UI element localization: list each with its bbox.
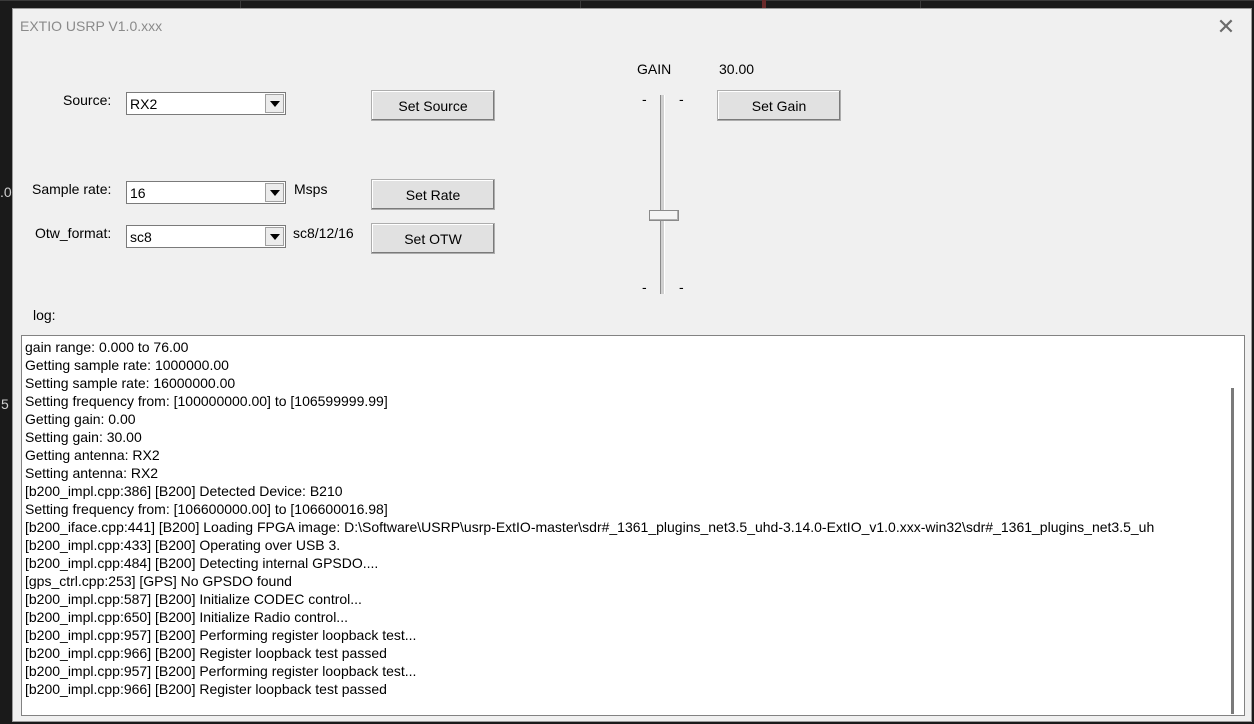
log-line: [b200_iface.cpp:441] [B200] Loading FPGA… — [25, 519, 1155, 535]
close-icon[interactable]: ✕ — [1216, 14, 1236, 39]
log-line: [b200_impl.cpp:957] [B200] Performing re… — [25, 663, 417, 679]
log-line: gain range: 0.000 to 76.00 — [25, 339, 189, 355]
gain-slider-thumb[interactable] — [649, 209, 679, 221]
gain-tick-mark: - — [679, 279, 684, 295]
log-line: [gps_ctrl.cpp:253] [GPS] No GPSDO found — [25, 573, 292, 589]
log-line: Getting antenna: RX2 — [25, 447, 160, 463]
window-title: EXTIO USRP V1.0.xxx — [20, 18, 163, 34]
log-line: Getting gain: 0.00 — [25, 411, 136, 427]
set-gain-button[interactable]: Set Gain — [717, 90, 841, 121]
log-line: [b200_impl.cpp:386] [B200] Detected Devi… — [25, 483, 343, 499]
log-line: Getting sample rate: 1000000.00 — [25, 357, 229, 373]
log-line: [b200_impl.cpp:966] [B200] Register loop… — [25, 681, 387, 697]
dropdown-arrow-icon[interactable] — [265, 227, 284, 246]
set-source-button[interactable]: Set Source — [371, 90, 495, 121]
gain-label: GAIN — [637, 61, 672, 77]
gain-tick-mark: - — [642, 279, 647, 295]
background-gridline — [920, 0, 921, 8]
log-line: Setting sample rate: 16000000.00 — [25, 375, 236, 391]
background-gridline — [0, 0, 1254, 1]
log-line: [b200_impl.cpp:966] [B200] Register loop… — [25, 645, 387, 661]
dropdown-arrow-icon[interactable] — [265, 94, 284, 113]
sample-rate-select[interactable]: 16 — [126, 181, 286, 204]
source-select-value: RX2 — [130, 96, 158, 112]
set-otw-button[interactable]: Set OTW — [371, 223, 495, 254]
sample-rate-unit: Msps — [294, 181, 328, 197]
gain-tick-mark: - — [679, 91, 684, 107]
gain-value: 30.00 — [719, 61, 755, 77]
log-line: Setting antenna: RX2 — [25, 465, 159, 481]
background-gridline — [580, 0, 581, 8]
extio-dialog: EXTIO USRP V1.0.xxx ✕ Source: RX2 Set So… — [12, 8, 1252, 722]
background-axis-label: .0 — [0, 184, 12, 200]
log-line: [b200_impl.cpp:484] [B200] Detecting int… — [25, 555, 379, 571]
log-line: Setting frequency from: [106600000.00] t… — [25, 501, 388, 517]
otw-format-hint: sc8/12/16 — [293, 225, 354, 241]
log-line: [b200_impl.cpp:587] [B200] Initialize CO… — [25, 591, 362, 607]
log-line: [b200_impl.cpp:650] [B200] Initialize Ra… — [25, 609, 348, 625]
sample-rate-label: Sample rate: — [32, 181, 112, 197]
background-marker — [762, 0, 766, 8]
log-label: log: — [33, 307, 56, 323]
log-scrollbar[interactable] — [1231, 388, 1234, 714]
background-gridline — [240, 0, 241, 8]
otw-format-select[interactable]: sc8 — [126, 225, 286, 248]
source-select[interactable]: RX2 — [126, 92, 286, 115]
source-label: Source: — [63, 92, 112, 108]
log-line: Setting frequency from: [100000000.00] t… — [25, 393, 388, 409]
log-line: Setting gain: 30.00 — [25, 429, 142, 445]
gain-tick-mark: - — [642, 91, 647, 107]
background-axis-label: 5 — [1, 396, 9, 412]
dropdown-arrow-icon[interactable] — [265, 183, 284, 202]
otw-format-label: Otw_format: — [35, 225, 112, 241]
gain-slider-track[interactable] — [660, 95, 665, 294]
otw-format-select-value: sc8 — [130, 229, 152, 245]
set-rate-button[interactable]: Set Rate — [371, 179, 495, 210]
log-line: [b200_impl.cpp:433] [B200] Operating ove… — [25, 537, 341, 553]
sample-rate-select-value: 16 — [130, 185, 146, 201]
log-line: [b200_impl.cpp:957] [B200] Performing re… — [25, 627, 417, 643]
